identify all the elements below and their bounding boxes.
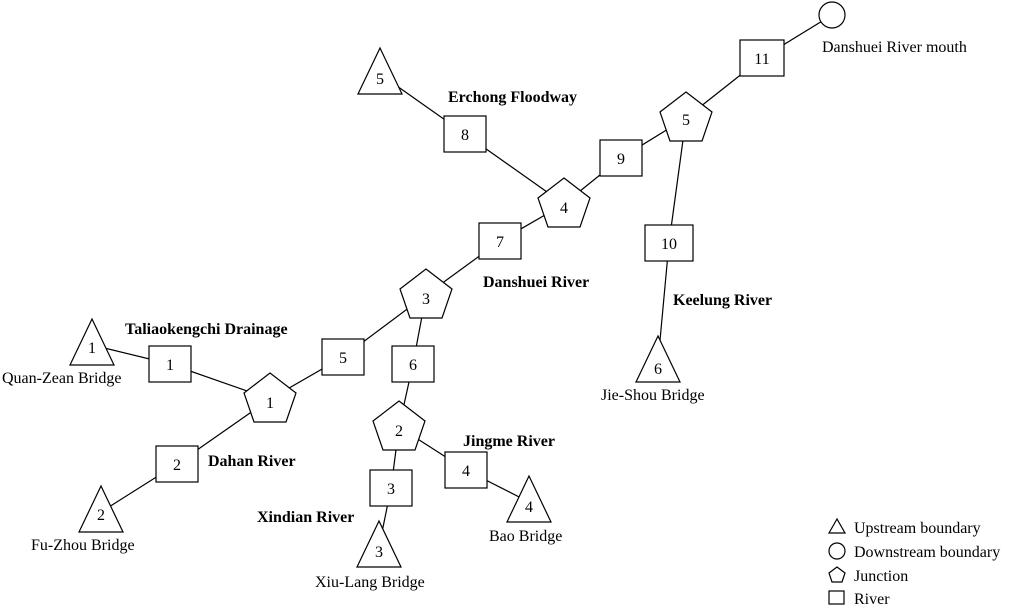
river-label-keelung: Keelung River xyxy=(673,292,772,309)
reach-node-label: 11 xyxy=(754,51,769,68)
river-label-dahan: Dahan River xyxy=(208,453,296,470)
upstream-node-2: 2 xyxy=(78,484,124,533)
upstream-node-label: 3 xyxy=(375,544,383,561)
upstream-node-label: 4 xyxy=(525,499,533,516)
legend-junction-label: Junction xyxy=(854,568,908,585)
reach-node-label: 1 xyxy=(166,357,174,374)
reach-node-8: 8 xyxy=(443,115,487,153)
reach-node-6: 6 xyxy=(391,345,435,383)
upstream-triangle-icon xyxy=(78,484,124,533)
river-label-erchong: Erchong Floodway xyxy=(448,89,577,106)
legend-downstream-label: Downstream boundary xyxy=(854,544,1000,561)
river-label-xindian: Xindian River xyxy=(257,509,354,526)
junction-node-label: 3 xyxy=(422,291,430,308)
place-label-xiu-lang-bridge: Xiu-Lang Bridge xyxy=(315,574,425,591)
upstream-triangle-icon xyxy=(69,317,115,366)
legend-river-label: River xyxy=(854,591,890,608)
upstream-node-label: 6 xyxy=(654,361,662,378)
upstream-node-label: 5 xyxy=(376,71,384,88)
reach-node-label: 7 xyxy=(496,234,504,251)
junction-pentagon-icon xyxy=(399,268,453,319)
reach-node-4: 4 xyxy=(444,451,488,489)
reach-square-icon xyxy=(478,222,522,260)
downstream-node xyxy=(818,1,846,29)
junction-pentagon-icon xyxy=(243,372,297,423)
place-label-quan-zean-bridge: Quan-Zean Bridge xyxy=(2,370,122,387)
legend-upstream-label: Upstream boundary xyxy=(854,520,981,537)
upstream-triangle-icon xyxy=(635,334,681,383)
reach-node-label: 5 xyxy=(339,350,347,367)
reach-node-3: 3 xyxy=(369,469,413,507)
reach-square-icon xyxy=(369,469,413,507)
junction-node-label: 2 xyxy=(395,423,403,440)
reach-node-9: 9 xyxy=(599,139,643,177)
junction-pentagon-icon xyxy=(372,400,426,451)
junction-node-4: 4 xyxy=(537,177,591,228)
river-label-jingme: Jingme River xyxy=(463,433,555,450)
upstream-triangle-icon xyxy=(356,519,402,568)
junction-pentagon-icon xyxy=(537,177,591,228)
reach-node-label: 4 xyxy=(462,463,470,480)
reach-node-label: 10 xyxy=(661,236,677,253)
reach-square-icon xyxy=(155,445,199,483)
reach-square-icon xyxy=(599,139,643,177)
legend-junction-pentagon-icon xyxy=(828,566,846,583)
upstream-triangle-icon xyxy=(506,474,552,523)
junction-pentagon-icon xyxy=(659,91,713,142)
upstream-node-label: 2 xyxy=(97,507,105,524)
upstream-node-3: 3 xyxy=(356,519,402,568)
reach-square-icon xyxy=(644,224,694,262)
river-label-danshuei: Danshuei River xyxy=(483,274,589,291)
reach-node-label: 8 xyxy=(461,127,469,144)
junction-node-5: 5 xyxy=(659,91,713,142)
river-label-taliaokengchi: Taliaokengchi Drainage xyxy=(125,321,288,338)
reach-node-2: 2 xyxy=(155,445,199,483)
upstream-node-5: 5 xyxy=(357,46,403,95)
junction-node-label: 4 xyxy=(560,200,568,217)
legend-upstream-triangle-icon xyxy=(827,517,847,534)
reach-square-icon xyxy=(391,345,435,383)
upstream-node-4: 4 xyxy=(506,474,552,523)
junction-node-label: 5 xyxy=(682,112,690,129)
reach-node-5: 5 xyxy=(321,338,365,376)
reach-node-10: 10 xyxy=(644,224,694,262)
junction-node-2: 2 xyxy=(372,400,426,451)
reach-square-icon xyxy=(739,39,785,77)
upstream-triangle-icon xyxy=(357,46,403,95)
place-label-jie-shou-bridge: Jie-Shou Bridge xyxy=(601,387,705,404)
reach-node-label: 6 xyxy=(409,357,417,374)
upstream-node-1: 1 xyxy=(69,317,115,366)
reach-node-7: 7 xyxy=(478,222,522,260)
junction-node-1: 1 xyxy=(243,372,297,423)
junction-node-3: 3 xyxy=(399,268,453,319)
reach-node-label: 2 xyxy=(173,457,181,474)
junction-node-label: 1 xyxy=(266,395,274,412)
place-label-river-mouth: Danshuei River mouth xyxy=(822,39,967,56)
legend: Upstream boundary Downstream boundary Ju… xyxy=(827,517,1000,608)
upstream-node-6: 6 xyxy=(635,334,681,383)
legend-downstream-circle-icon xyxy=(828,542,846,560)
reach-square-icon xyxy=(443,115,487,153)
place-label-fu-zhou-bridge: Fu-Zhou Bridge xyxy=(31,537,135,554)
reach-node-1: 1 xyxy=(148,345,192,383)
downstream-circle-icon xyxy=(818,1,846,29)
reach-node-label: 3 xyxy=(387,481,395,498)
reach-square-icon xyxy=(148,345,192,383)
upstream-node-label: 1 xyxy=(88,340,96,357)
reach-node-11: 11 xyxy=(739,39,785,77)
reach-square-icon xyxy=(444,451,488,489)
reach-node-label: 9 xyxy=(617,151,625,168)
legend-river-square-icon xyxy=(828,590,845,605)
reach-square-icon xyxy=(321,338,365,376)
place-label-bao-bridge: Bao Bridge xyxy=(489,528,562,545)
